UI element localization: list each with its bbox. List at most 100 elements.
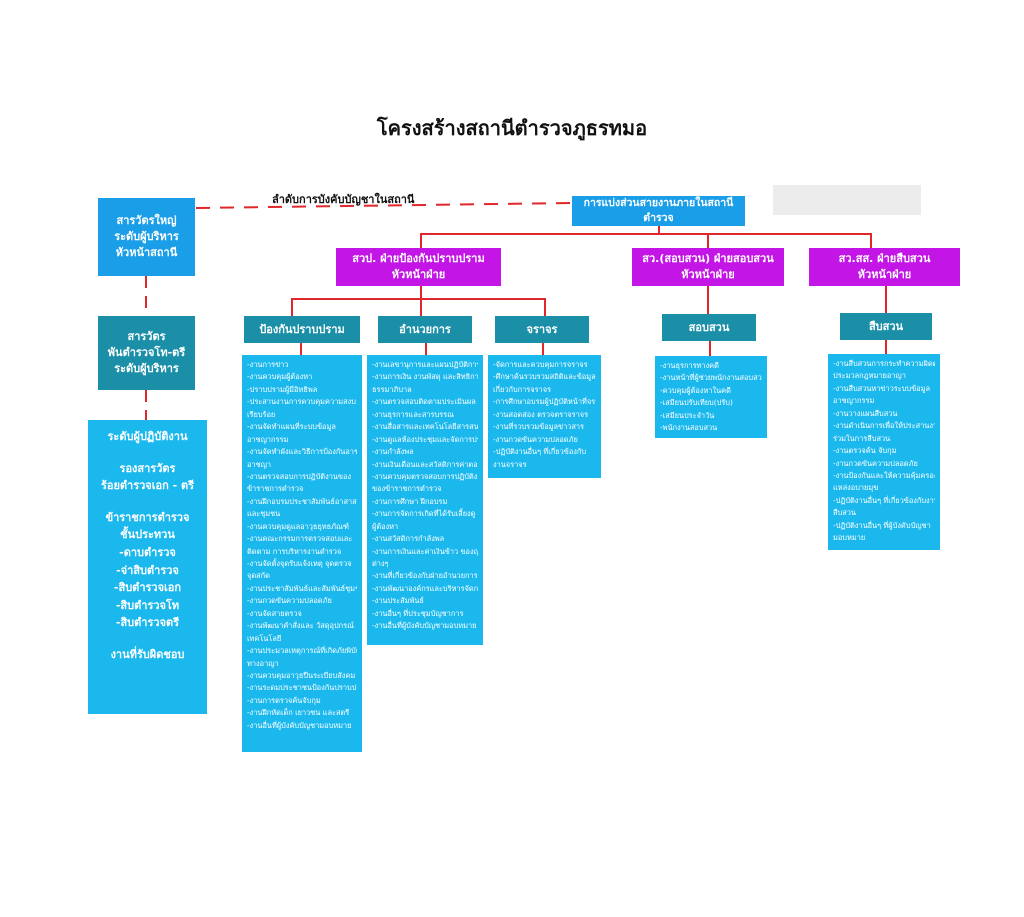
nco-rank-1: -ดาบตำรวจ — [119, 545, 176, 559]
list-item: -งานควบคุมดูแลอาวุธยุทธภัณฑ์ — [247, 521, 349, 531]
list-item: -งานจัดสายตรวจ — [247, 608, 302, 618]
division-structure-box: การแบ่งส่วนสายงานภายในสถานีตำรวจ — [572, 196, 745, 226]
list-item: -งานคณะกรรมการตรวจสอบและ — [247, 534, 353, 544]
list-item: -พนักงานสอบสวน — [660, 423, 718, 433]
list-item: -งานที่รวบรวมข้อมูลข่าวสาร — [493, 422, 585, 432]
list-item: แหล่งอบายมุข — [833, 483, 879, 493]
division-structure-label: การแบ่งส่วนสายงานภายในสถานีตำรวจ — [583, 196, 734, 224]
list-item: -งานการเงิน งานพัสดุ และสิทธิการและ — [372, 372, 478, 382]
dept-admin-label: อำนวยการ — [399, 322, 451, 336]
list-item: -งานธุรการทางคดี — [660, 361, 719, 370]
list-item: -งานพัฒนาองค์กรและบริหารจัดการ — [372, 583, 478, 593]
chief-box: สารวัตรใหญ่ ระดับผู้บริหาร หัวหน้าสถานี — [98, 198, 195, 276]
list-item: -งานสวัสดิการกำลังพล — [372, 534, 445, 544]
list-item: -งานที่เกี่ยวข้องกับฝ่ายอำนวยการ — [372, 571, 478, 581]
list-item: เรียบร้อย — [247, 409, 276, 419]
list-item: ติดตาม การบริหารงานตำรวจ — [247, 546, 342, 556]
connector — [291, 298, 293, 316]
inspector-box: สารวัตร พันตำรวจโท-ตรี ระดับผู้บริหาร — [98, 316, 195, 390]
division-detective-title: สว.สส. ฝ่ายสืบสวน — [838, 251, 931, 265]
connector — [420, 286, 422, 299]
list-item: -ประสานงานการควบคุมความสงบ — [247, 397, 356, 407]
list-item: เทคโนโลยี — [247, 633, 282, 643]
dept-detective-label: สืบสวน — [868, 319, 904, 333]
page-title: โครงสร้างสถานีตำรวจภูธรทมอ — [376, 116, 648, 140]
division-investigation-title: สว.(สอบสวน) ฝ่ายสอบสวน — [642, 251, 774, 265]
list-item: -งานหน้าที่ผู้ช่วยพนักงานสอบสวน — [660, 373, 762, 383]
list-item: -งานตรวจสอบติดตามประเมินผล — [372, 397, 476, 407]
connector — [885, 286, 887, 313]
list-item: -งานประสัมพันธ์ — [372, 596, 424, 606]
list-item: -งานตรวจสอบการปฏิบัติงานของ — [247, 471, 352, 481]
list-item: -งานการข่าว — [247, 360, 289, 369]
list-item: -งานระดมประชาชนป้องกันปราบปราม — [247, 683, 357, 693]
list-item: -งานวางแผนสืบสวน — [833, 408, 898, 418]
list-item: -งานสืบสวนหาข่าวระบบข้อมูล — [833, 383, 930, 393]
list-item: -งานป้องกันและให้ความคุ้มครอง — [833, 470, 935, 480]
nco-rank-2: -จ่าสิบตำรวจ — [116, 563, 179, 577]
dept-investigation-header: สอบสวน — [662, 314, 756, 341]
list-item: -งานประชาสัมพันธ์และสัมพันธ์ชุมชน — [247, 583, 357, 593]
list-item: -เสมียนประจำวัน — [660, 410, 715, 420]
division-investigation-head: หัวหน้าฝ่าย — [681, 268, 735, 281]
list-item: -งานควบคุมตรวจสอบการปฏิบัติงาน — [372, 471, 478, 481]
nco-line-1: ข้าราชการตำรวจ — [105, 510, 190, 524]
connector — [542, 343, 544, 355]
connector — [707, 233, 709, 248]
nco-rank-5: -สิบตำรวจตรี — [115, 616, 180, 630]
dept-prevention-header: ป้องกันปราบปราม — [244, 316, 360, 343]
list-item: -งานเลขานุการและแผนปฏิบัติการ — [372, 360, 478, 369]
list-item: -จัดการและควบคุมการจราจร — [493, 360, 588, 369]
list-item: -งานประมวลเหตุการณ์ที่เกิดภัยพิบัติทาง — [247, 646, 357, 656]
list-item: -งานจัดทำผังและวิธีการป้องกันอาชญากรรม — [247, 447, 357, 457]
list-item: -ปราบปรามผู้มีอิทธิพล — [247, 384, 318, 394]
nco-rank-3: -สิบตำรวจเอก — [113, 581, 182, 595]
chief-line-1: สารวัตรใหญ่ — [116, 214, 177, 228]
list-item: -การศึกษาอบรมผู้ปฏิบัติหน้าที่จราจร — [493, 397, 596, 407]
dept-investigation-list: -งานธุรการทางคดี -งานหน้าที่ผู้ช่วยพนักงา… — [655, 356, 767, 438]
list-item: -งานการศึกษา ฝึกอบรม — [372, 496, 448, 506]
inspector-line-2: พันตำรวจโท-ตรี — [107, 346, 186, 360]
deputy-inspector-rank: ร้อยตำรวจเอก - ตรี — [100, 479, 195, 493]
list-item: -ปฏิบัติงานอื่นๆ ที่ผู้บังคับบัญชา — [833, 520, 931, 530]
list-item: -งานควบคุมอาวุธปืนระเบียบสังคม — [247, 670, 356, 680]
list-item: -งานการจัดการเกิดที่ได้รับเลี้ยงดู — [372, 509, 476, 519]
connector — [870, 233, 872, 248]
list-item: -ปฏิบัติงานอื่นๆ ที่เกี่ยวข้องกับงาน — [833, 495, 935, 505]
dept-traffic-list: -จัดการและควบคุมการจราจร-ศึกษาค้นรวบรวมส… — [488, 355, 601, 478]
chief-line-2: ระดับผู้บริหาร — [114, 230, 179, 244]
division-detective-head: หัวหน้าฝ่าย — [857, 268, 912, 281]
responsibility-footer: งานที่รับผิดชอบ — [110, 647, 185, 661]
dept-prevention-list: -งานการข่าว -งานควบคุมผู้ต้องหา -ปราบปรามผ… — [242, 355, 362, 752]
connector — [291, 298, 545, 300]
list-item: -งานสื่อสารและเทคโนโลยีสารสนเทศ — [372, 422, 478, 432]
nco-line-2: ชั้นประทวน — [120, 528, 175, 542]
command-line-label: ลำดับการบังคับบัญชาในสถานี — [272, 193, 415, 206]
list-item: ข้าราชการตำรวจ — [247, 484, 304, 494]
list-item: ร่วมในการสืบสวน — [833, 433, 891, 443]
list-item: -งานการเงินและค่าเงินข้าว ของญาติ — [372, 546, 478, 556]
list-item: ประมวลกฎหมายอาญา — [833, 371, 906, 381]
list-item: จุดสกัด — [247, 571, 270, 581]
list-item: -งานสอดส่อง ตรวจตราจราจร — [493, 409, 589, 419]
dept-detective-list: -งานสืบสวนการกระทำความผิดตามประมวลกฎหมาย… — [828, 354, 940, 550]
list-item: -งานจัดทำแผนที่ระบบข้อมูล — [247, 422, 336, 432]
grey-placeholder-box — [773, 185, 921, 215]
deputy-inspector-line: รองสารวัตร — [119, 461, 176, 475]
division-prevention: สวป. ฝ่ายป้องกันปราบปราม หัวหน้าฝ่าย — [336, 248, 501, 286]
division-investigation: สว.(สอบสวน) ฝ่ายสอบสวน หัวหน้าฝ่าย — [632, 248, 784, 286]
connector — [658, 226, 660, 234]
list-item: สืบสวน — [833, 508, 856, 518]
list-item: -ควบคุมผู้ต้องหาในคดี — [660, 385, 731, 395]
chief-line-3: หัวหน้าสถานี — [115, 245, 178, 259]
list-item: -งานพัฒนาคำสั่งและ วัสดุอุปกรณ์ — [247, 621, 354, 631]
list-item: -งานเงินเดือนและสวัสดิการค่าตอบแทน — [372, 459, 478, 469]
dept-traffic-label: จราจร — [526, 322, 558, 336]
connector — [707, 286, 709, 314]
connector — [420, 233, 422, 248]
inspector-line-3: ระดับผู้บริหาร — [114, 361, 179, 375]
list-item: -งานสืบสวนการกระทำความผิดตาม — [833, 359, 935, 368]
dept-traffic-header: จราจร — [495, 316, 589, 343]
list-item: -งานควบคุมผู้ต้องหา — [247, 372, 313, 382]
